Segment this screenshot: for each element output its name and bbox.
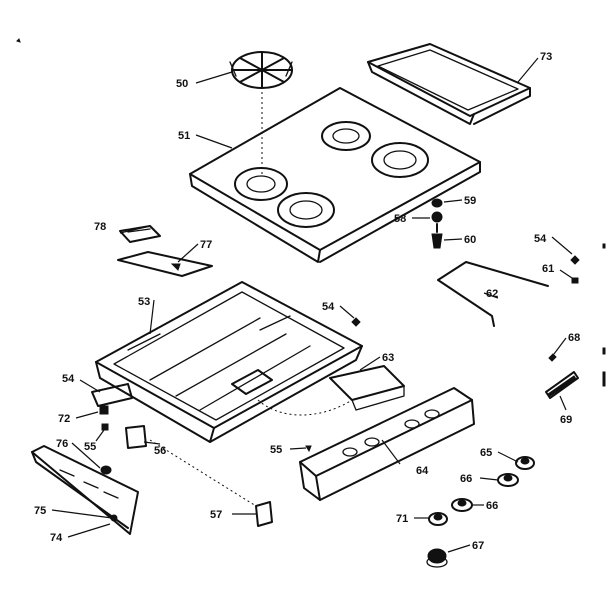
callout-62: 62 bbox=[486, 288, 498, 300]
edge-mark-a bbox=[602, 243, 606, 249]
part-54-screw-a bbox=[570, 255, 580, 265]
stray-mark bbox=[16, 38, 21, 43]
part-56-bracket bbox=[125, 425, 147, 449]
callout-75: 75 bbox=[34, 505, 46, 517]
callout-55-a: 55 bbox=[84, 441, 96, 453]
callout-67: 67 bbox=[472, 540, 484, 552]
callout-69: 69 bbox=[560, 414, 572, 426]
part-57-cover bbox=[149, 439, 273, 527]
callout-54-c: 54 bbox=[62, 373, 75, 385]
part-62-rod bbox=[437, 261, 549, 327]
part-77-plate bbox=[117, 251, 213, 277]
part-67-knob bbox=[426, 548, 448, 568]
callout-77: 77 bbox=[200, 239, 212, 251]
callout-63: 63 bbox=[382, 352, 394, 364]
part-54-screw-b bbox=[351, 317, 361, 327]
callout-65: 65 bbox=[480, 447, 492, 459]
callout-66-a: 66 bbox=[460, 473, 472, 485]
part-61-screw bbox=[571, 277, 579, 284]
callout-74: 74 bbox=[50, 532, 63, 544]
part-59-58-60 bbox=[431, 198, 443, 249]
callout-50: 50 bbox=[176, 78, 188, 90]
callout-72: 72 bbox=[58, 413, 70, 425]
part-71-knob bbox=[428, 512, 448, 526]
callout-51: 51 bbox=[178, 130, 190, 142]
callout-76: 76 bbox=[56, 438, 68, 450]
part-53-burner-box bbox=[95, 281, 363, 443]
leader-lines bbox=[51, 57, 573, 553]
part-66-knob-a bbox=[497, 473, 519, 487]
callout-55-b: 55 bbox=[270, 444, 282, 456]
callout-68: 68 bbox=[568, 332, 580, 344]
part-66-knob-b bbox=[451, 498, 473, 512]
callout-54-a: 54 bbox=[534, 233, 547, 245]
callout-59: 59 bbox=[464, 195, 476, 207]
part-72-valve bbox=[91, 383, 133, 431]
callout-61: 61 bbox=[542, 263, 554, 275]
edge-mark-c bbox=[602, 371, 606, 387]
part-75-panel bbox=[31, 445, 139, 535]
part-69-bar bbox=[545, 371, 579, 399]
part-65-knob bbox=[515, 456, 535, 470]
callout-54-b: 54 bbox=[322, 301, 335, 313]
edge-mark-b bbox=[602, 347, 606, 355]
callout-57: 57 bbox=[210, 509, 222, 521]
callout-64: 64 bbox=[416, 465, 429, 477]
callout-71: 71 bbox=[396, 513, 408, 525]
part-64-panel bbox=[299, 387, 475, 501]
callout-60: 60 bbox=[464, 234, 476, 246]
part-68-screw bbox=[548, 353, 557, 362]
callout-56: 56 bbox=[154, 445, 166, 457]
callout-73: 73 bbox=[540, 51, 552, 63]
callout-66-b: 66 bbox=[486, 500, 498, 512]
part-50-grate bbox=[229, 51, 293, 89]
callout-58: 58 bbox=[394, 213, 406, 225]
part-63-shield bbox=[257, 365, 405, 416]
part-78-bracket bbox=[119, 225, 161, 243]
callout-78: 78 bbox=[94, 221, 106, 233]
part-55-screw bbox=[305, 445, 312, 453]
part-51-cooktop bbox=[189, 87, 481, 263]
part-73-frame bbox=[367, 43, 531, 125]
callout-53: 53 bbox=[138, 296, 150, 308]
